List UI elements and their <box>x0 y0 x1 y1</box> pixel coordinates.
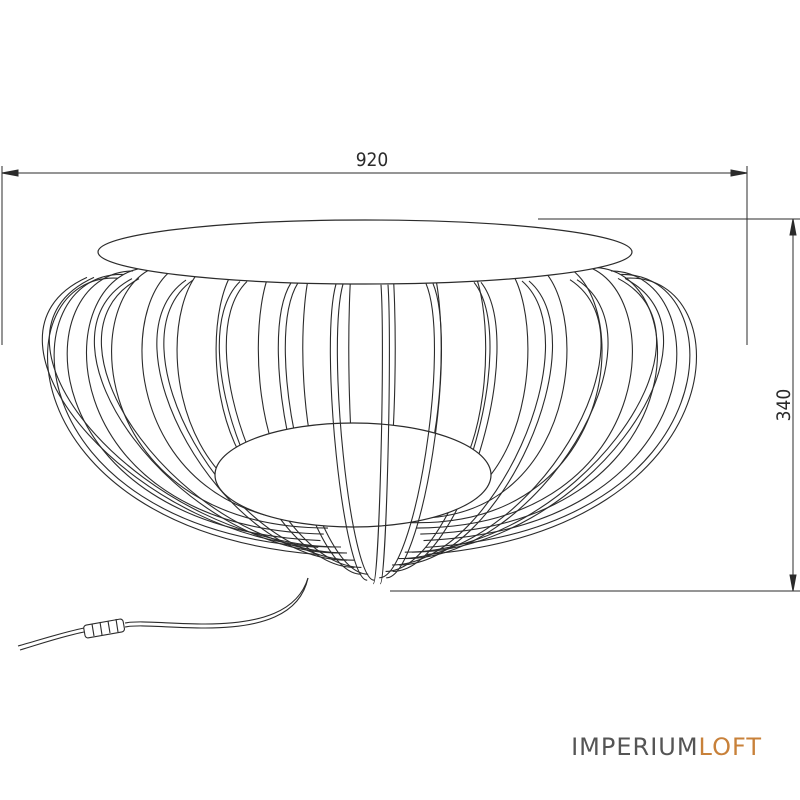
cage-rib-front <box>379 284 390 585</box>
width-arrow-left <box>1 169 19 177</box>
height-arrow-bottom <box>789 574 797 592</box>
cage-rib-front <box>379 283 435 579</box>
power-cord-wire-2 <box>124 577 309 625</box>
cage-rib-front <box>386 283 442 579</box>
width-dimension <box>1 166 748 345</box>
cage-rib-front <box>372 284 383 585</box>
cage-rib-front <box>336 283 375 581</box>
lamp-top-disc <box>97 219 633 285</box>
cage-ribs-front <box>41 276 664 575</box>
cage-rib-back <box>404 258 568 519</box>
height-arrow-top <box>789 218 797 236</box>
cage-rib-back <box>46 277 318 555</box>
cage-rib-back <box>420 266 659 535</box>
connector-ring-4 <box>115 618 119 633</box>
width-arrow-right <box>730 169 748 177</box>
lamp-bottom-diffuser <box>214 422 492 528</box>
power-cord-tail-2 <box>17 627 85 647</box>
cage-rib-back <box>66 270 321 542</box>
power-cord-wire <box>124 577 309 629</box>
connector-ring-1 <box>91 623 95 637</box>
cage-rib-back <box>425 273 691 548</box>
cage-rib-front <box>398 280 554 566</box>
height-label: 340 <box>773 389 795 422</box>
cage-rib-front <box>163 279 355 561</box>
cage-rib-front <box>404 277 657 553</box>
power-cord-tail <box>19 631 85 651</box>
cage-rib-front <box>411 277 664 553</box>
power-cord <box>17 577 309 651</box>
brand-logo-part-1: IMPERIUM <box>571 733 699 761</box>
connector-ring-2 <box>99 621 103 636</box>
cage-rib-front <box>93 278 341 554</box>
cord-connector <box>83 618 125 639</box>
cage-rib-back <box>410 261 603 524</box>
cage-rib-back <box>423 270 678 542</box>
height-dimension <box>390 218 800 592</box>
cage-ribs-over-diffuser <box>329 283 442 585</box>
connector-ring-3 <box>107 620 111 634</box>
width-label: 920 <box>356 149 389 171</box>
cage-rib-front <box>156 279 348 561</box>
cage-rib-front <box>329 283 368 581</box>
cage-rib-back <box>426 277 698 555</box>
brand-logo-part-2: LOFT <box>698 733 762 761</box>
cage-rib-front <box>391 280 547 566</box>
brand-logo: IMPERIUMLOFT <box>0 733 762 761</box>
